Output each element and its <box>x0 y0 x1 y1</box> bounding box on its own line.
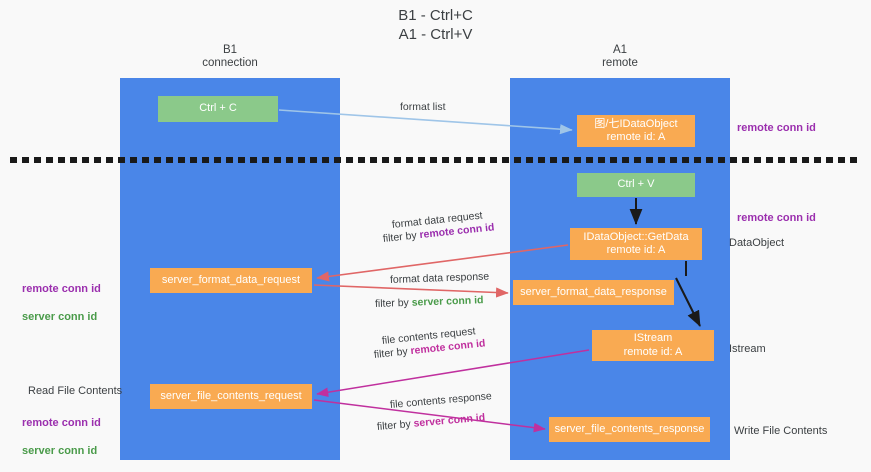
caption-filter-by: filter by <box>382 229 421 245</box>
lane-header-b1: B1 connection <box>202 44 258 69</box>
box-server-file-contents-response[interactable]: server_file_contents_response <box>549 417 710 442</box>
box-idataobject-getdata[interactable]: IDataObject::GetData remote id: A <box>570 228 702 260</box>
box-server-format-data-request[interactable]: server_format_data_request <box>150 268 312 293</box>
box-istream[interactable]: IStream remote id: A <box>592 330 714 361</box>
label-remote-conn-id: remote conn id <box>22 283 101 295</box>
label-remote-conn-id: remote conn id <box>22 417 101 429</box>
box-ctrl-v[interactable]: Ctrl + V <box>577 173 695 197</box>
label-remote-conn-id-top: remote conn id <box>737 122 816 134</box>
box-idataobject[interactable]: 图/七IDataObject remote id: A <box>577 115 695 147</box>
box-server-format-data-response[interactable]: server_format_data_response <box>513 280 674 305</box>
label-dataobject: DataObject <box>729 237 785 249</box>
arrow-file-contents-response <box>313 399 546 433</box>
label-server-conn-id: server conn id <box>22 311 98 323</box>
label-istream: Istream <box>729 343 766 355</box>
label-read-file-contents: Read File Contents <box>28 385 123 397</box>
arrow-file-contents-request <box>316 349 590 397</box>
lane-header-a1: A1 remote <box>602 44 638 69</box>
label-server-conn-id: server conn id <box>22 445 98 457</box>
arrow-response-to-istream <box>675 277 701 327</box>
caption-filter-by: filter by <box>374 296 412 310</box>
box-ctrl-c[interactable]: Ctrl + C <box>158 96 278 122</box>
caption-server-conn-id: server conn id <box>411 294 484 309</box>
box-server-file-contents-request[interactable]: server_file_contents_request <box>150 384 312 409</box>
arrow-format-data-request <box>316 244 569 282</box>
label-write-file-contents: Write File Contents <box>734 425 828 437</box>
label-remote-conn-id-mid: remote conn id <box>737 212 816 224</box>
caption-format-list: format list <box>400 101 446 113</box>
arrow-format-data-response <box>313 284 509 298</box>
page-title: B1 - Ctrl+C A1 - Ctrl+V <box>398 7 473 43</box>
caption-filter-by: filter by <box>376 417 415 433</box>
label-conn-id-pair-bottom: remote conn id server conn id <box>22 402 101 472</box>
phase-divider <box>10 157 861 163</box>
label-conn-id-pair-top: remote conn id server conn id <box>22 268 101 338</box>
arrow-format-list <box>278 109 573 135</box>
caption-filter-by: filter by <box>373 345 412 361</box>
